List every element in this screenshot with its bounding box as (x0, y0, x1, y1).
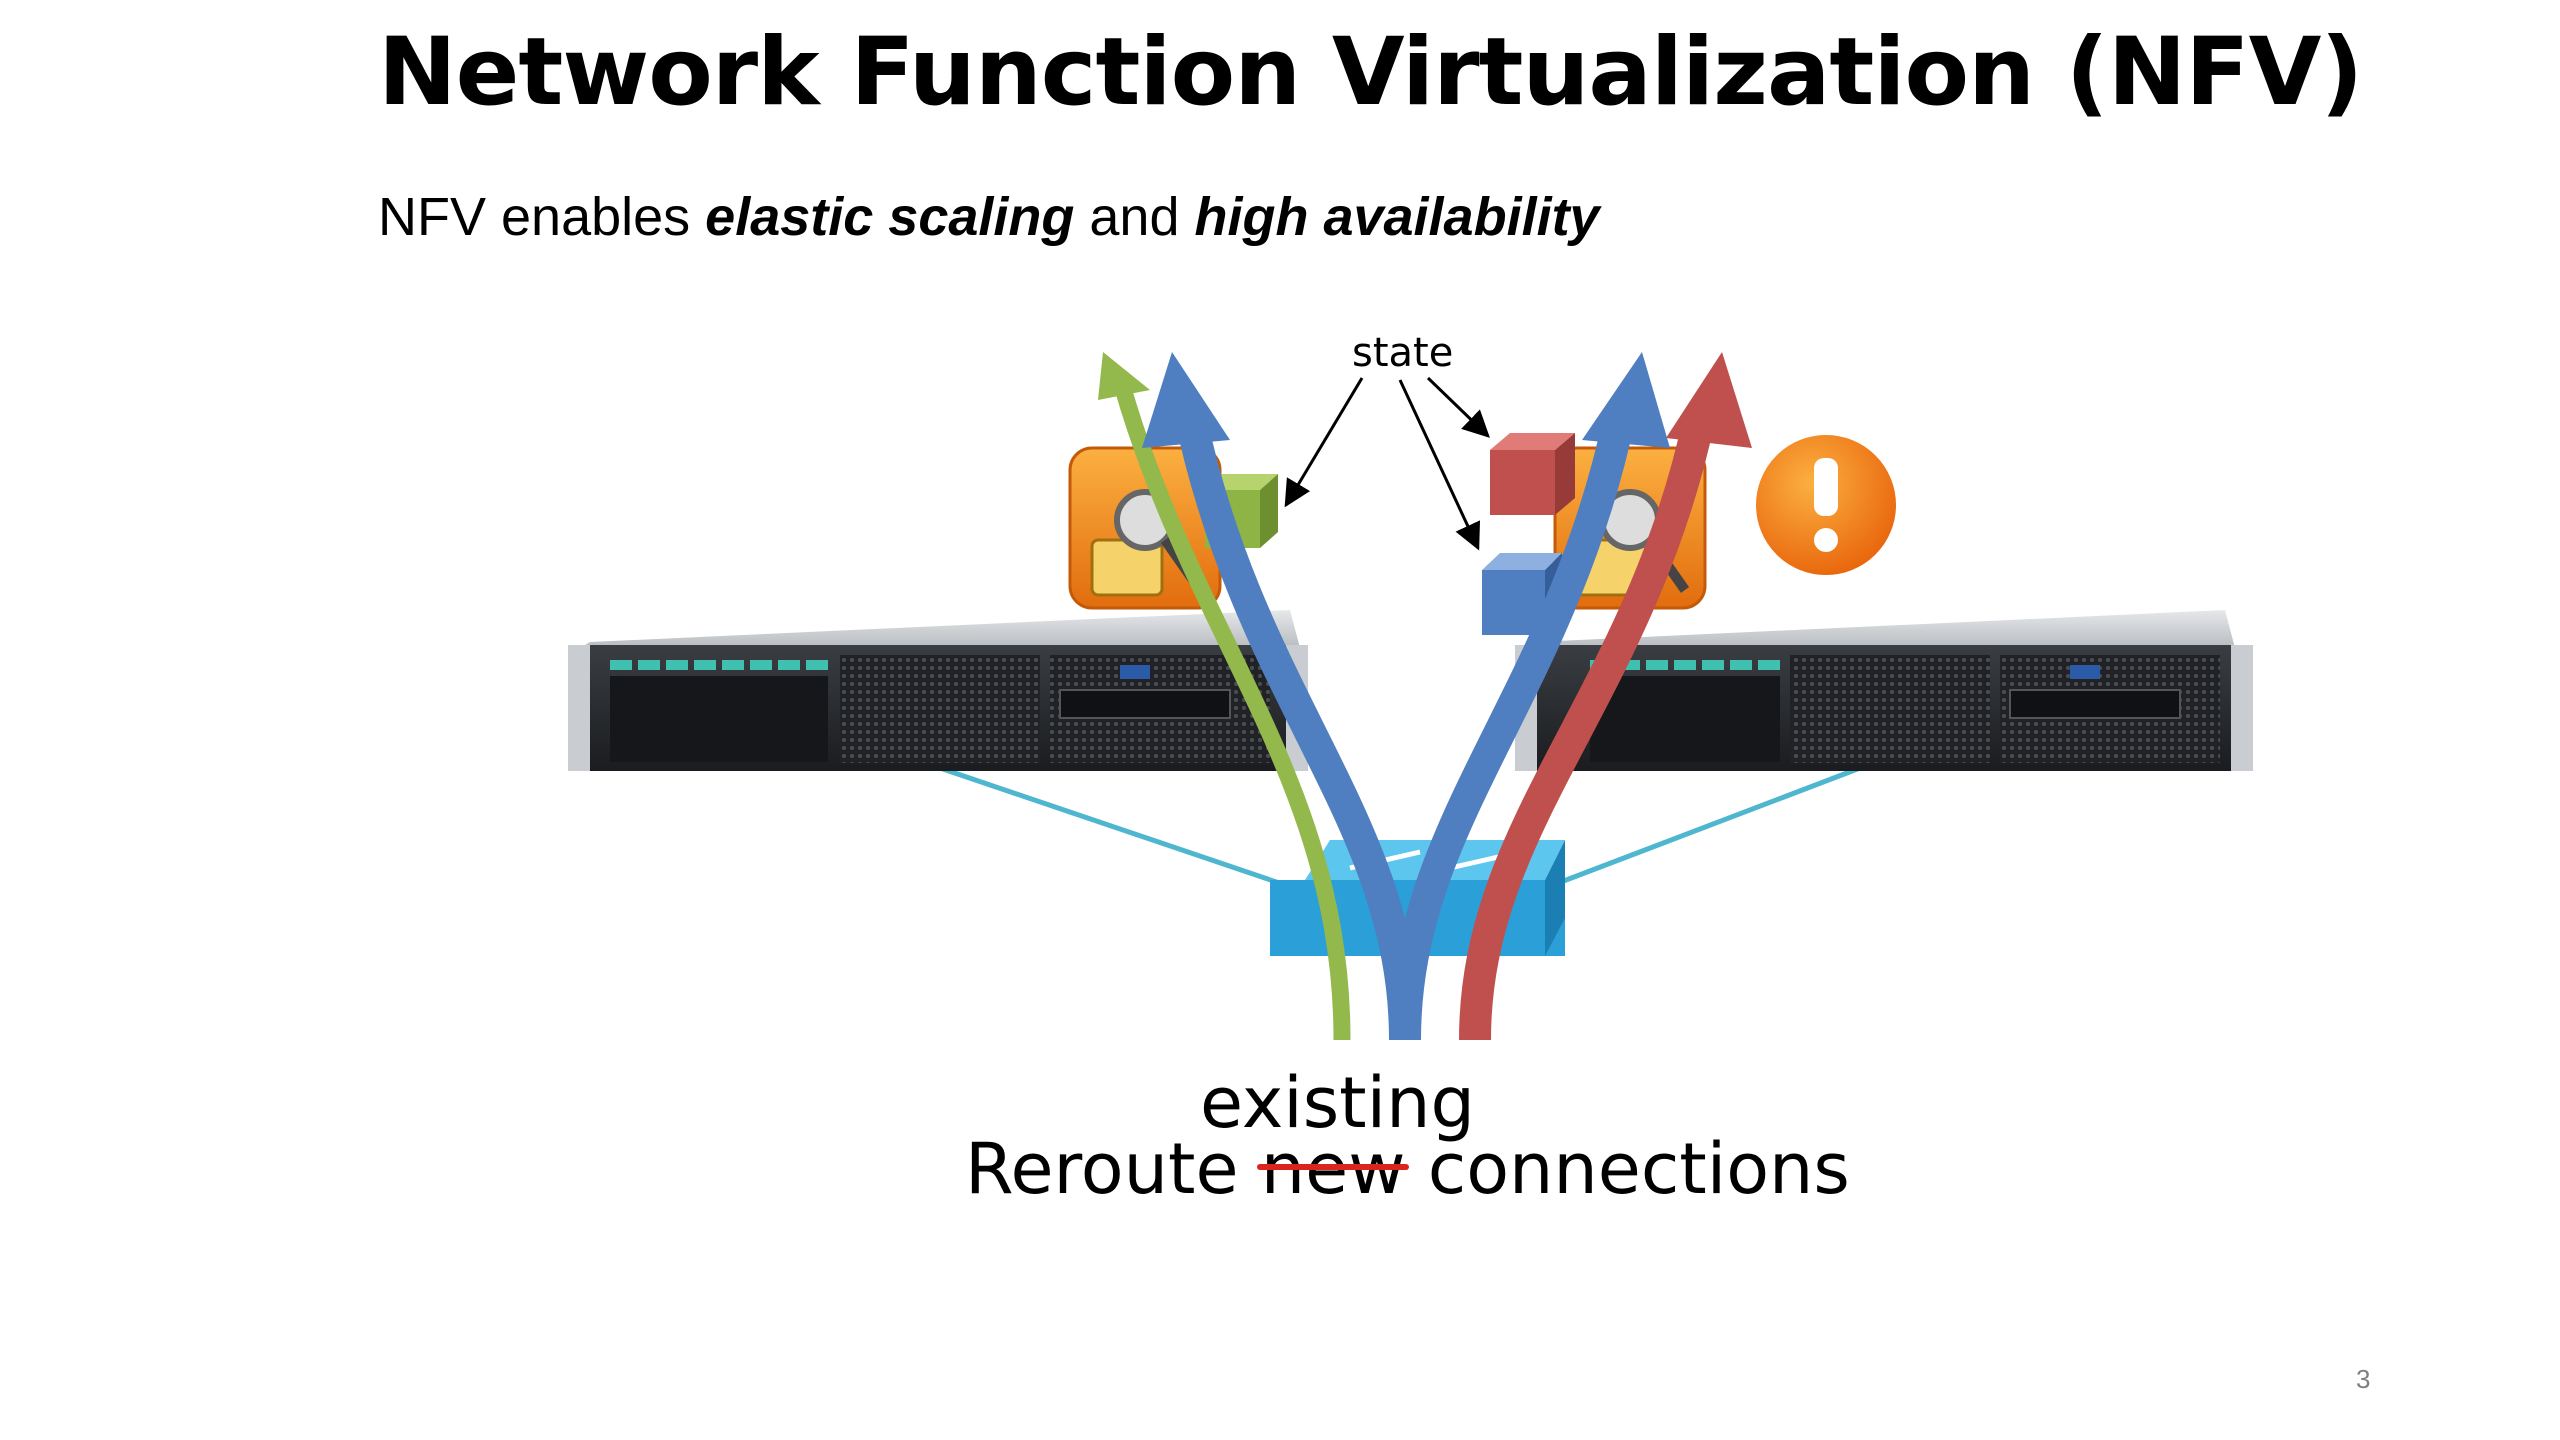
flow-blue-right (1389, 411, 1636, 1041)
right-server (1515, 610, 2253, 771)
caption-struck-word: new (1256, 1128, 1410, 1210)
state-label: state (1352, 330, 1454, 376)
flow-blue-left-head (1142, 352, 1230, 448)
flow-green-head (1098, 352, 1150, 400)
flow-green (1113, 382, 1351, 1041)
pointer-to-red-cube (1426, 376, 1490, 438)
caption-reroute: Reroute new connections (965, 1128, 1850, 1210)
caption-before: Reroute (965, 1128, 1261, 1210)
flow-blue-left (1174, 411, 1421, 1041)
state-pointer-arrows (1284, 376, 1490, 551)
alert-icon (1752, 431, 1900, 579)
page-number: 3 (2356, 1364, 2371, 1394)
subtitle-emphasis-elastic-scaling: elastic scaling (705, 187, 1075, 247)
pointer-to-blue-cube (1398, 379, 1481, 551)
flow-blue-right-head (1582, 352, 1670, 448)
subtitle-middle: and (1074, 187, 1195, 247)
caption-insert-existing: existing (1200, 1062, 1475, 1144)
subtitle-emphasis-high-availability: high availability (1194, 187, 1600, 247)
caption-after: connections (1405, 1128, 1850, 1210)
link-left-server (939, 765, 1301, 893)
left-server (568, 610, 1308, 771)
flow-red (1459, 411, 1716, 1041)
slide-subtitle: NFV enables elastic scaling and high ava… (378, 186, 1600, 248)
slide-title: Network Function Virtualization (NFV) (378, 18, 2363, 127)
subtitle-prefix: NFV enables (378, 187, 706, 247)
pointer-to-green-cube (1284, 377, 1364, 508)
strike-through-mark (1256, 1164, 1410, 1171)
flow-arrows (1098, 352, 1752, 1041)
flow-red-head (1666, 352, 1752, 448)
link-right-server (1539, 765, 1861, 893)
state-cube-red (1490, 433, 1575, 515)
